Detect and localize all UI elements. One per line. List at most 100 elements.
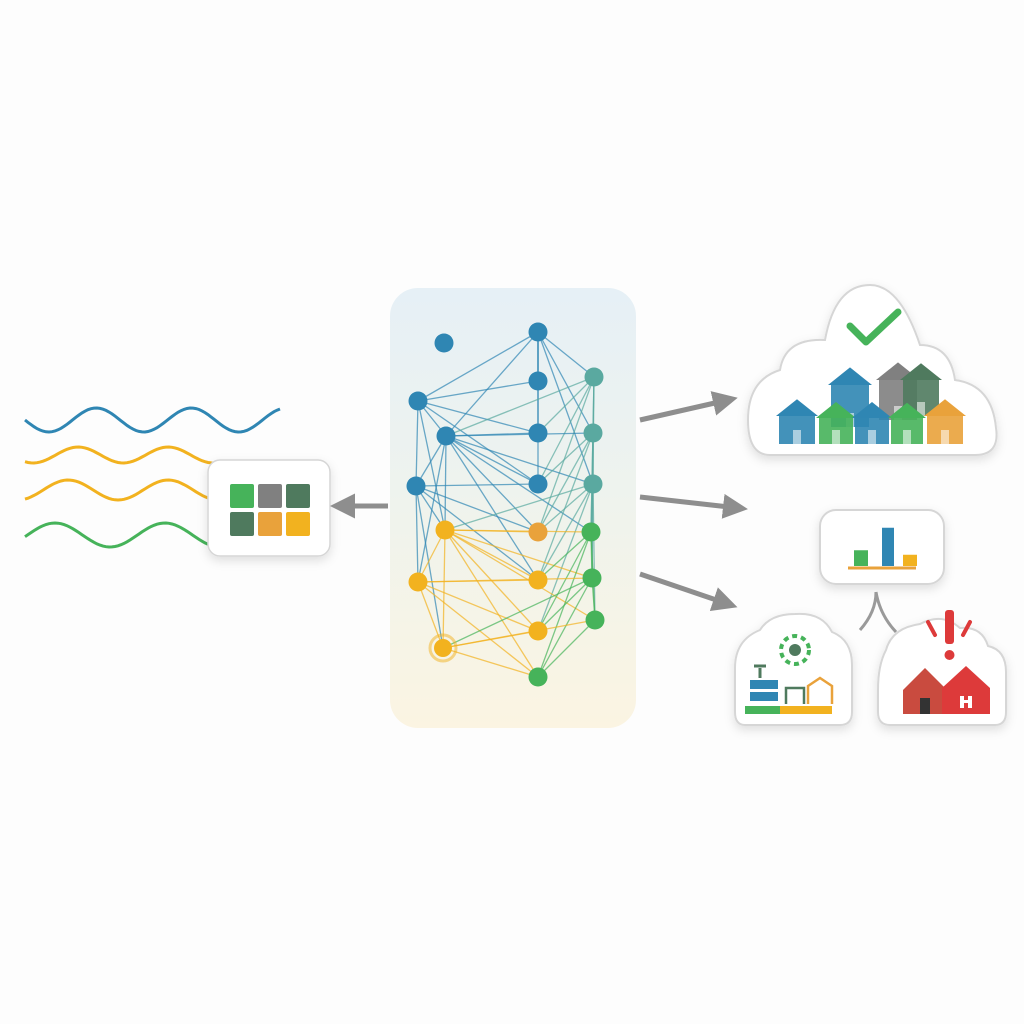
network-edge xyxy=(445,435,539,533)
house-roof xyxy=(816,402,856,418)
network-edge xyxy=(445,376,595,437)
wave-green-line xyxy=(24,521,209,549)
network-edge xyxy=(537,432,594,485)
house-roof xyxy=(900,363,942,380)
network-edge xyxy=(445,331,539,437)
house-roof xyxy=(828,367,872,385)
network-edge xyxy=(417,581,539,678)
network-edge xyxy=(415,485,539,581)
connector-left xyxy=(858,591,878,631)
network-edge xyxy=(417,400,539,485)
house-roof xyxy=(776,399,818,416)
feature-matrix xyxy=(230,484,310,536)
network-edge xyxy=(444,483,594,531)
network-edge xyxy=(537,376,595,533)
network-panel-bg xyxy=(390,288,636,728)
house-roof xyxy=(924,399,966,416)
network-edge xyxy=(415,485,539,533)
network-node xyxy=(581,522,601,542)
arrow-to-infrastructure xyxy=(639,571,738,611)
construction-icon xyxy=(745,634,834,714)
network-node xyxy=(528,570,548,590)
network-edge xyxy=(537,619,596,678)
network-edge xyxy=(417,380,539,402)
network-node xyxy=(435,520,455,540)
network-node xyxy=(583,423,603,443)
network-node xyxy=(408,391,428,411)
infrastructure-card xyxy=(734,612,853,726)
houses-icon xyxy=(776,362,966,444)
network-edge xyxy=(537,331,594,434)
network-edge xyxy=(444,529,592,533)
network-edge xyxy=(442,577,593,649)
network-edge xyxy=(537,531,592,581)
matrix-cell xyxy=(230,484,254,508)
bar xyxy=(882,527,894,566)
bar-chart-icon xyxy=(854,527,917,566)
network-edge xyxy=(415,400,419,487)
network-edge xyxy=(537,331,595,378)
network-edge xyxy=(444,529,593,579)
network-edge xyxy=(417,577,593,583)
at-risk-houses-card xyxy=(877,610,1007,726)
network-edge xyxy=(445,435,539,485)
network-node xyxy=(528,522,548,542)
network-node xyxy=(528,621,548,641)
house-door xyxy=(868,430,876,444)
network-edge xyxy=(444,435,447,531)
network-edge xyxy=(537,432,594,533)
network-node xyxy=(436,426,456,446)
network-edge xyxy=(442,647,539,678)
matrix-cell xyxy=(286,512,310,536)
network-edge xyxy=(415,435,447,487)
network-edge xyxy=(417,400,539,434)
arrow-to-safe-neighborhood xyxy=(639,391,738,423)
network-edge xyxy=(444,529,539,581)
network-edge xyxy=(417,581,539,632)
bar xyxy=(903,554,917,566)
network-node xyxy=(528,667,548,687)
safe-neighborhood-card xyxy=(746,283,998,456)
network-edge xyxy=(417,529,446,583)
network-edge xyxy=(445,432,594,437)
network-edge xyxy=(537,432,594,581)
network-node xyxy=(583,474,603,494)
network-edge xyxy=(442,619,596,649)
network-edge xyxy=(537,531,592,632)
network-nodes xyxy=(406,322,605,687)
network-node xyxy=(584,367,604,387)
house-door xyxy=(941,430,949,444)
network-edge xyxy=(444,529,596,621)
neural-network-panel xyxy=(390,288,636,728)
network-node xyxy=(528,371,548,391)
network-edge xyxy=(537,483,594,533)
house-door xyxy=(903,430,911,444)
network-edge xyxy=(537,483,594,632)
wave-yellow-line xyxy=(24,478,215,502)
connector-right xyxy=(874,591,898,634)
matrix-cell xyxy=(230,512,254,536)
house-roof xyxy=(852,402,892,418)
wave-blue-line xyxy=(24,406,281,434)
network-edge xyxy=(415,483,539,487)
damaged-houses-icon xyxy=(903,666,990,714)
network-node xyxy=(585,610,605,630)
input-signals xyxy=(24,406,281,549)
arrow-to-bar-summary xyxy=(639,493,748,519)
network-node xyxy=(528,474,548,494)
house-roof xyxy=(888,402,926,418)
network-node xyxy=(528,423,548,443)
network-edge xyxy=(592,483,596,621)
network-edge xyxy=(537,577,593,632)
network-edge xyxy=(537,376,595,434)
network-edge xyxy=(444,529,539,678)
network-edge xyxy=(415,485,444,649)
network-edge xyxy=(415,485,419,583)
house-door xyxy=(917,402,925,416)
wave-yellow-line xyxy=(24,445,221,465)
network-edge xyxy=(537,577,593,678)
feature-matrix-card xyxy=(207,459,331,557)
network-edge xyxy=(537,376,595,485)
network-node xyxy=(582,568,602,588)
matrix-cell xyxy=(286,484,310,508)
